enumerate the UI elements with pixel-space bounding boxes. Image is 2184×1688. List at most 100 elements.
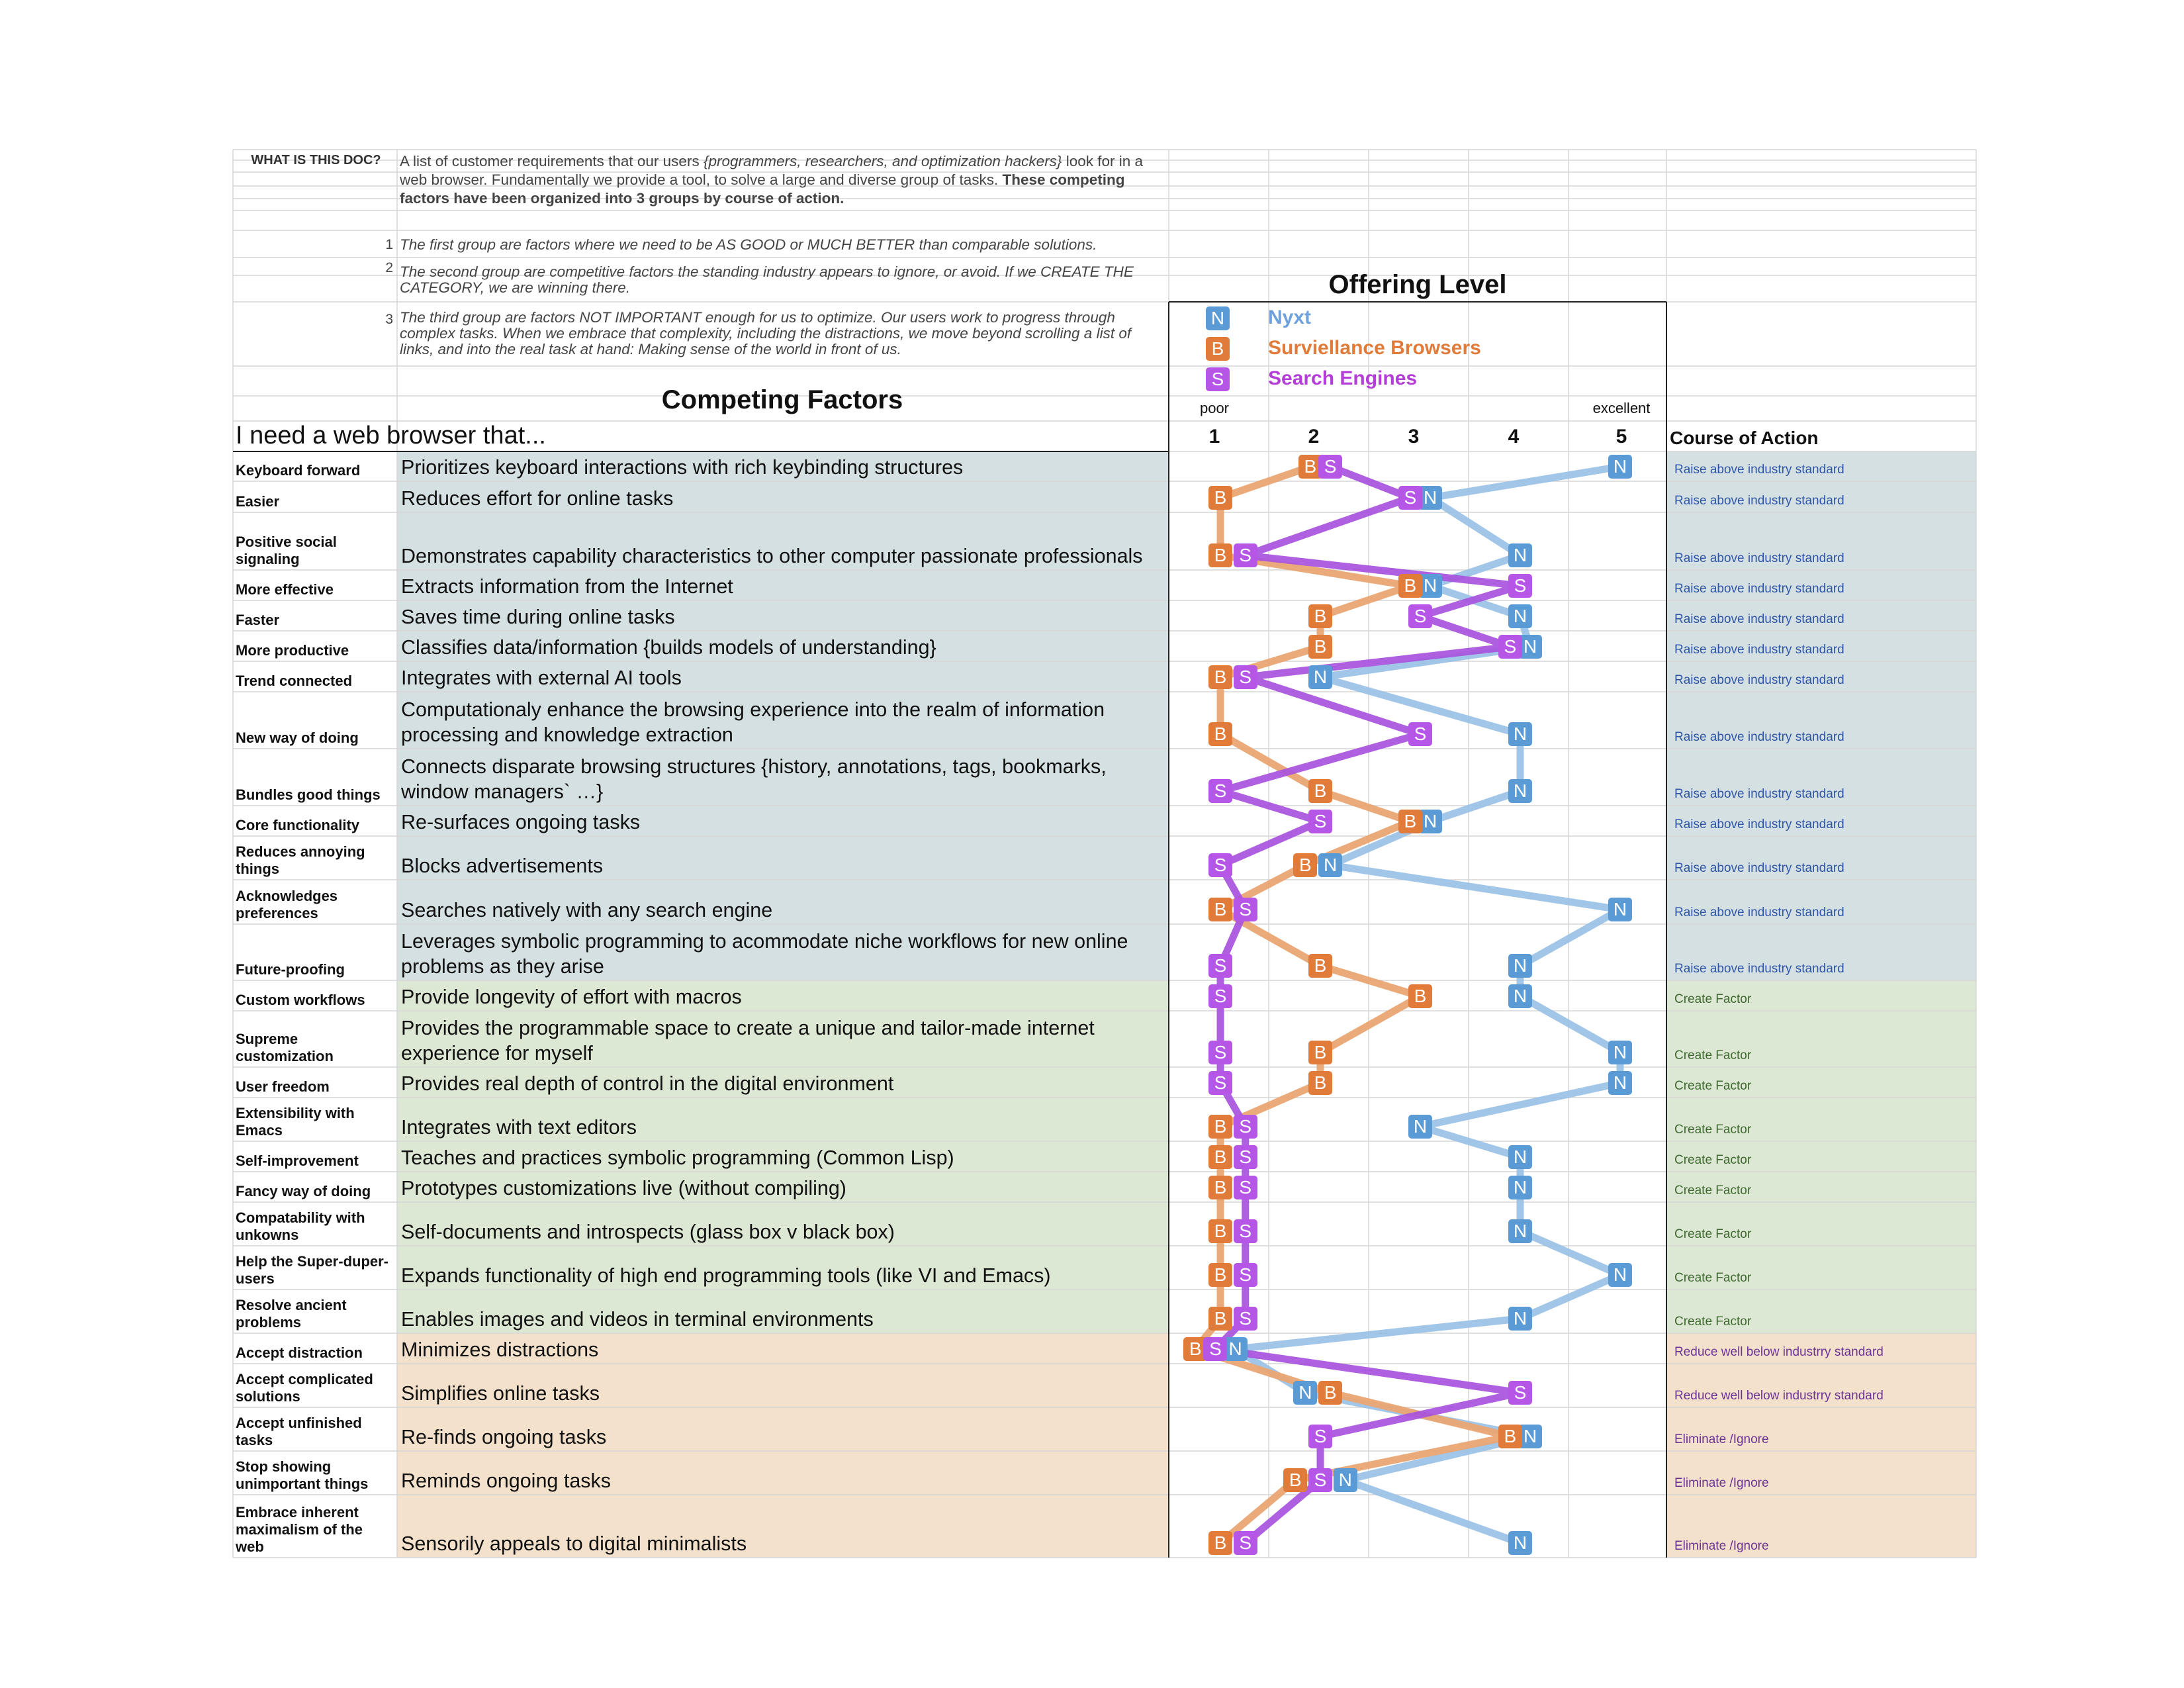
row-bg xyxy=(1666,661,1976,692)
requirement-text: Self-documents and introspects (glass bo… xyxy=(401,1221,895,1243)
row-bg xyxy=(397,980,1169,1011)
marker-N: N xyxy=(1223,1337,1248,1361)
marker-N: N xyxy=(1508,1145,1532,1169)
course-of-action: Create Factor xyxy=(1674,992,1752,1006)
requirement-text: Leverages symbolic programming to acommo… xyxy=(401,930,1128,978)
marker-S: S xyxy=(1208,853,1232,877)
marker-N: N xyxy=(1608,455,1632,479)
course-of-action: Raise above industry standard xyxy=(1674,612,1844,626)
row-bg xyxy=(1666,600,1976,631)
note-text: The first group are factors where we nee… xyxy=(400,236,1097,253)
scale-2: 2 xyxy=(1308,426,1320,447)
marker-N: N xyxy=(1508,543,1532,567)
factor-label: Core functionality xyxy=(236,817,360,833)
marker-S: S xyxy=(1308,1425,1332,1448)
marker-S: S xyxy=(1233,543,1257,567)
marker-B: B xyxy=(1183,1337,1208,1361)
course-of-action: Raise above industry standard xyxy=(1674,787,1844,801)
marker-B: B xyxy=(1208,1307,1232,1331)
marker-S: S xyxy=(1208,984,1232,1008)
factor-label: More effective xyxy=(236,581,334,598)
row-bg xyxy=(1666,1172,1976,1202)
scale-4: 4 xyxy=(1508,426,1520,447)
requirement-text: Computationaly enhance the browsing expe… xyxy=(401,698,1105,746)
row-bg xyxy=(397,692,1169,749)
note-text: The second group are competitive factors… xyxy=(400,263,1134,296)
marker-B: B xyxy=(1298,455,1322,479)
need-header: I need a web browser that... xyxy=(236,422,546,449)
marker-B: B xyxy=(1208,1176,1232,1199)
marker-N: N xyxy=(1333,1468,1357,1492)
row-bg xyxy=(1666,806,1976,836)
marker-S: S xyxy=(1398,486,1422,510)
factor-label: Stop showing unimportant things xyxy=(236,1458,369,1492)
requirement-text: Re-surfaces ongoing tasks xyxy=(401,811,641,833)
course-of-action: Create Factor xyxy=(1674,1079,1752,1093)
row-bg xyxy=(397,924,1169,980)
marker-B: B xyxy=(1293,853,1318,877)
course-of-action: Raise above industry standard xyxy=(1674,494,1844,508)
row-bg xyxy=(397,1202,1169,1246)
row-bg xyxy=(1666,749,1976,806)
note-text: The third group are factors NOT IMPORTAN… xyxy=(400,309,1132,357)
marker-N: N xyxy=(1418,574,1443,598)
row-bg xyxy=(1666,692,1976,749)
marker-N: N xyxy=(1418,486,1443,510)
course-of-action: Create Factor xyxy=(1674,1315,1752,1329)
course-of-action: Create Factor xyxy=(1674,1184,1752,1197)
row-bg xyxy=(397,512,1169,570)
factor-label: More productive xyxy=(236,642,349,659)
row-bg xyxy=(1666,481,1976,512)
scale-excellent-label: excellent xyxy=(1592,400,1651,416)
marker-B: B xyxy=(1308,954,1332,978)
marker-N: N xyxy=(1608,898,1632,921)
row-bg xyxy=(397,1289,1169,1333)
row-bg xyxy=(397,880,1169,924)
marker-S: S xyxy=(1208,1071,1232,1095)
course-of-action: Raise above industry standard xyxy=(1674,582,1844,596)
marker-B: B xyxy=(1208,486,1232,510)
course-of-action: Raise above industry standard xyxy=(1674,962,1844,976)
marker-N: N xyxy=(1518,635,1543,659)
course-of-action: Reduce well below industrry standard xyxy=(1674,1389,1884,1403)
marker-B: B xyxy=(1208,543,1232,567)
row-bg xyxy=(397,661,1169,692)
row-bg xyxy=(1666,451,1976,481)
legend-search-badge: S xyxy=(1206,367,1230,391)
row-bg xyxy=(1666,631,1976,661)
requirement-text: Connects disparate browsing structures {… xyxy=(401,755,1107,803)
marker-S: S xyxy=(1208,1041,1232,1064)
factor-label: Future-proofing xyxy=(236,961,345,978)
factor-label: Accept distraction xyxy=(236,1344,363,1361)
marker-S: S xyxy=(1318,455,1343,479)
factor-label: Embrace inherent maximalism of the web xyxy=(236,1504,363,1555)
row-bg xyxy=(397,1364,1169,1407)
course-of-action: Create Factor xyxy=(1674,1153,1752,1167)
note-number: 1 xyxy=(385,237,393,252)
factor-label: Extensibility with Emacs xyxy=(236,1105,355,1139)
factor-label: Resolve ancient problems xyxy=(236,1297,347,1331)
legend-nyxt-badge: N xyxy=(1206,306,1230,330)
marker-N: N xyxy=(1508,779,1532,803)
row-bg xyxy=(1666,570,1976,600)
course-of-action: Reduce well below industrry standard xyxy=(1674,1345,1884,1359)
course-of-action: Create Factor xyxy=(1674,1227,1752,1241)
row-bg xyxy=(397,1067,1169,1098)
marker-N: N xyxy=(1508,722,1532,746)
row-bg xyxy=(397,806,1169,836)
row-bg xyxy=(397,1172,1169,1202)
offering-level-title: Offering Level xyxy=(1328,270,1507,299)
marker-S: S xyxy=(1233,1531,1257,1555)
requirement-text: Teaches and practices symbolic programmi… xyxy=(401,1147,954,1169)
requirement-text: Provides the programmable space to creat… xyxy=(401,1017,1095,1064)
scale-5: 5 xyxy=(1615,426,1627,447)
course-of-action: Raise above industry standard xyxy=(1674,673,1844,687)
course-of-action: Eliminate /Ignore xyxy=(1674,1476,1769,1490)
factor-label: Help the Super-duper-users xyxy=(236,1253,389,1287)
scale-1: 1 xyxy=(1208,426,1220,447)
requirement-text: Saves time during online tasks xyxy=(401,606,675,628)
course-of-action: Create Factor xyxy=(1674,1123,1752,1137)
marker-S: S xyxy=(1508,574,1532,598)
factor-label: Keyboard forward xyxy=(236,462,361,479)
row-bg xyxy=(397,570,1169,600)
